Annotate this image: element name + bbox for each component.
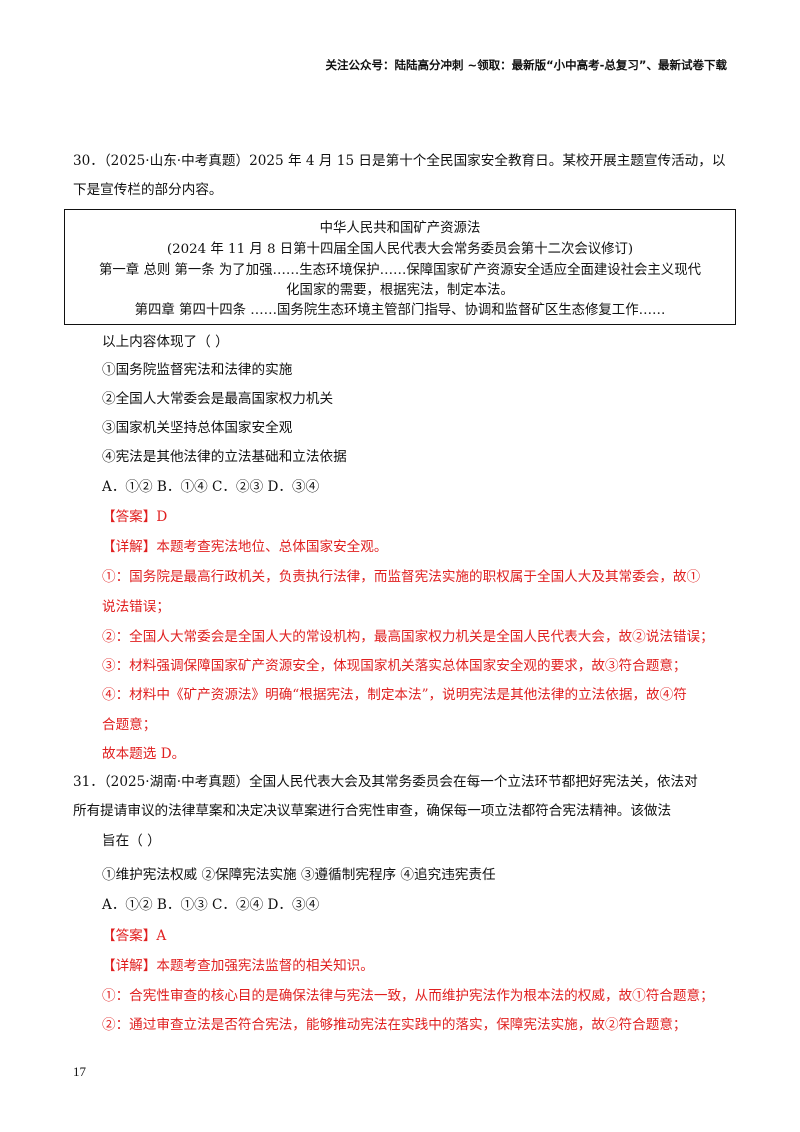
q30-conclusion: 故本题选 D。 bbox=[102, 746, 186, 762]
q30-option-3: ③国家机关坚持总体国家安全观 bbox=[102, 420, 293, 436]
q30-stem-line2: 下是宣传栏的部分内容。 bbox=[73, 182, 223, 198]
q31-explain-1: ①：合宪性审查的核心目的是确保法律与宪法一致，从而维护宪法作为根本法的权威，故①… bbox=[102, 988, 714, 1004]
page-number: 17 bbox=[73, 1064, 86, 1079]
quote-box-line3: 第一章 总则 第一条 为了加强……生态环境保护……保障国家矿产资源安全适应全面建… bbox=[99, 263, 701, 278]
q31-answer: 【答案】A bbox=[102, 928, 167, 944]
q31-stem-line1: 31．（2025·湖南·中考真题）全国人民代表大会及其常务委员会在每一个立法环节… bbox=[73, 774, 698, 790]
q30-option-1: ①国务院监督宪法和法律的实施 bbox=[102, 362, 293, 378]
q31-detail: 【详解】本题考查加强宪法监督的相关知识。 bbox=[102, 958, 374, 974]
q30-option-4: ④宪法是其他法律的立法基础和立法依据 bbox=[102, 449, 347, 465]
quote-box-subtitle: (2024 年 11 月 8 日第十四届全国人民代表大会常务委员会第十二次会议修… bbox=[166, 242, 634, 257]
q30-explain-4a: ④：材料中《矿产资源法》明确“根据宪法，制定本法”，说明宪法是其他法律的立法依据… bbox=[102, 687, 687, 703]
q30-explain-4b: 合题意； bbox=[102, 717, 157, 733]
q30-question: 以上内容体现了（ ） bbox=[102, 334, 229, 350]
q30-answer: 【答案】D bbox=[102, 509, 168, 525]
q31-stem-line3: 旨在（ ） bbox=[102, 833, 161, 849]
q30-explain-1b: 说法错误； bbox=[102, 599, 170, 615]
q30-explain-3: ③：材料强调保障国家矿产资源安全，体现国家机关落实总体国家安全观的要求，故③符合… bbox=[102, 658, 687, 674]
quote-box-line4: 化国家的需要，根据宪法，制定本法。 bbox=[286, 283, 514, 298]
quote-box: 中华人民共和国矿产资源法 (2024 年 11 月 8 日第十四届全国人民代表大… bbox=[64, 209, 736, 325]
q30-explain-2: ②：全国人大常委会是全国人大的常设机构，最高国家权力机关是全国人民代表大会，故②… bbox=[102, 629, 714, 645]
page-header: 关注公众号：陆陆高分冲刺 ~领取：最新版“小中高考-总复习”、最新试卷下载 bbox=[325, 58, 727, 72]
q30-explain-1a: ①：国务院是最高行政机关，负责执行法律，而监督宪法实施的职权属于全国人大及其常委… bbox=[102, 569, 701, 585]
q31-stem-line2: 所有提请审议的法律草案和决定决议草案进行合宪性审查，确保每一项立法都符合宪法精神… bbox=[73, 803, 672, 819]
q30-choices: A．①② B．①④ C．②③ D．③④ bbox=[102, 479, 320, 495]
q30-option-2: ②全国人大常委会是最高国家权力机关 bbox=[102, 391, 334, 407]
q31-explain-2: ②：通过审查立法是否符合宪法，能够推动宪法在实践中的落实，保障宪法实施，故②符合… bbox=[102, 1017, 687, 1033]
q31-options: ①维护宪法权威 ②保障宪法实施 ③遵循制宪程序 ④追究违宪责任 bbox=[102, 867, 496, 883]
q31-choices: A．①② B．①③ C．②④ D．③④ bbox=[102, 897, 320, 913]
quote-box-line5: 第四章 第四十四条 ……国务院生态环境主管部门指导、协调和监督矿区生态修复工作…… bbox=[134, 303, 666, 318]
quote-box-title: 中华人民共和国矿产资源法 bbox=[319, 221, 481, 236]
q30-detail: 【详解】本题考查宪法地位、总体国家安全观。 bbox=[102, 539, 388, 555]
q30-stem-line1: 30．（2025·山东·中考真题）2025 年 4 月 15 日是第十个全民国家… bbox=[73, 153, 726, 169]
